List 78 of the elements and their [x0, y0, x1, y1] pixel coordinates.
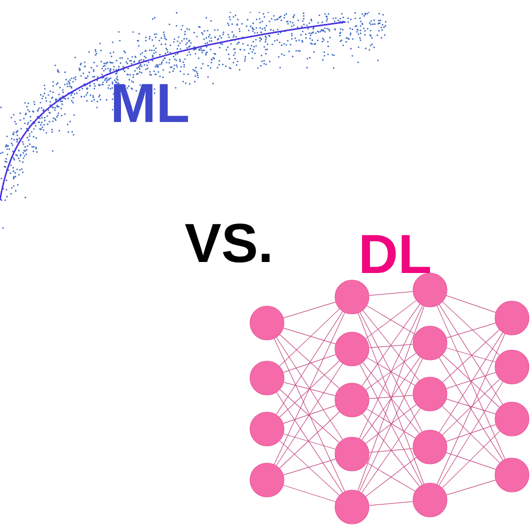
connection-line: [446, 452, 496, 470]
connection-line: [366, 462, 416, 492]
connection-line: [436, 333, 506, 485]
connection-line: [362, 408, 420, 494]
connection-line: [280, 334, 340, 389]
connection-line: [446, 372, 496, 389]
neuron-circle: [412, 430, 448, 464]
neuron-circle: [334, 280, 370, 314]
neuron-circle: [412, 482, 448, 518]
connection-line: [438, 357, 504, 461]
connection-line: [279, 360, 340, 418]
connection-line: [362, 304, 420, 386]
connection-line: [279, 308, 340, 366]
neuron-circle: [250, 412, 284, 446]
heading-text: DL: [362, 235, 430, 273]
connection-line: [439, 332, 504, 433]
connection-line: [283, 458, 336, 476]
connection-line: [283, 354, 336, 373]
connection-line: [368, 501, 414, 506]
neuron-circle: [412, 326, 448, 360]
neuron-circle: [494, 300, 530, 336]
connection-line: [442, 378, 500, 436]
connection-line: [446, 480, 496, 496]
neuron-circle: [412, 272, 448, 308]
connection-line: [279, 412, 340, 468]
connection-line: [446, 322, 496, 338]
connection-line: [365, 457, 417, 497]
connection-line: [442, 354, 500, 408]
connection-line: [280, 389, 340, 443]
connection-line: [442, 406, 500, 464]
connection-line: [446, 424, 496, 442]
connection-line: [362, 356, 420, 440]
connection-line: [365, 404, 417, 444]
connection-line: [283, 434, 336, 450]
neuron-circle: [494, 350, 530, 384]
neuron-circle: [412, 376, 448, 412]
neuron-circle: [334, 332, 370, 366]
connection-line: [283, 382, 336, 396]
connection-line: [362, 413, 420, 487]
connection-line: [283, 328, 336, 344]
connection-line: [442, 329, 500, 383]
connection-line: [362, 310, 420, 381]
connection-line: [276, 392, 343, 493]
connection-line: [442, 302, 500, 356]
neuron-circle: [334, 382, 370, 418]
connection-line: [368, 395, 414, 399]
connection-line: [366, 300, 416, 339]
connection-line: [283, 484, 336, 502]
connection-line: [283, 302, 336, 318]
connection-line: [368, 448, 414, 453]
connection-line: [366, 305, 416, 334]
neuron-circle: [494, 402, 530, 436]
neuron-circle: [334, 436, 370, 472]
neuron-circle: [250, 306, 284, 340]
connection-line: [442, 430, 500, 488]
connection-line: [362, 362, 420, 434]
connection-line: [446, 348, 496, 362]
connection-line: [274, 338, 346, 492]
connection-line: [274, 312, 346, 465]
connection-line: [368, 344, 414, 348]
connection-line: [276, 363, 343, 466]
connection-line: [439, 304, 504, 405]
connection-line: [279, 440, 340, 496]
neuron-circle: [334, 490, 370, 524]
connection-line: [276, 337, 343, 440]
heading-text: ML: [114, 84, 188, 122]
neuron-circle: [250, 360, 284, 396]
connection-line: [283, 405, 336, 424]
connection-line: [436, 306, 506, 460]
neuron-circle: [250, 462, 284, 498]
connection-line: [276, 311, 343, 415]
connection-line: [438, 381, 504, 486]
connection-line: [366, 408, 416, 438]
heading-text: VS.: [185, 224, 270, 263]
connection-line: [446, 398, 496, 414]
connection-line: [368, 291, 414, 296]
connection-line: [446, 295, 496, 313]
neuron-circle: [494, 458, 530, 492]
